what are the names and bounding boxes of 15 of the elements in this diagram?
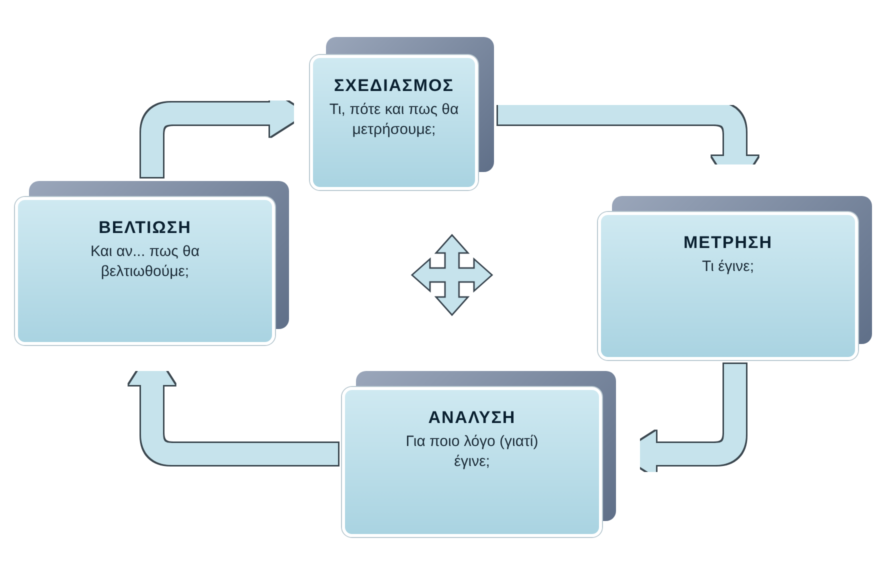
box-heading: ΜΕΤΡΗΣΗ: [684, 233, 772, 253]
curved-block-arrow: [141, 90, 306, 177]
process-box: [15, 197, 275, 345]
box-heading: ΣΧΕΔΙΑΣΜΟΣ: [334, 76, 454, 96]
process-box: [598, 212, 858, 360]
curved-block-arrow: [129, 349, 338, 465]
box-text: Για ποιο λόγο (γιατί) έγινε;: [404, 432, 540, 471]
process-box: [342, 387, 602, 537]
box-heading: ΒΕΛΤΙΩΣΗ: [98, 218, 192, 238]
process-box: [310, 55, 478, 190]
box-text: Τι, πότε και πως θα μετρήσουμε;: [328, 100, 460, 139]
box-text: Τι έγινε;: [701, 257, 755, 276]
curved-block-arrow: [498, 102, 758, 192]
box-text: Και αν... πως θα βελτιωθούμε;: [89, 242, 201, 281]
box-heading: ΑΝΑΛΥΣΗ: [428, 408, 516, 428]
